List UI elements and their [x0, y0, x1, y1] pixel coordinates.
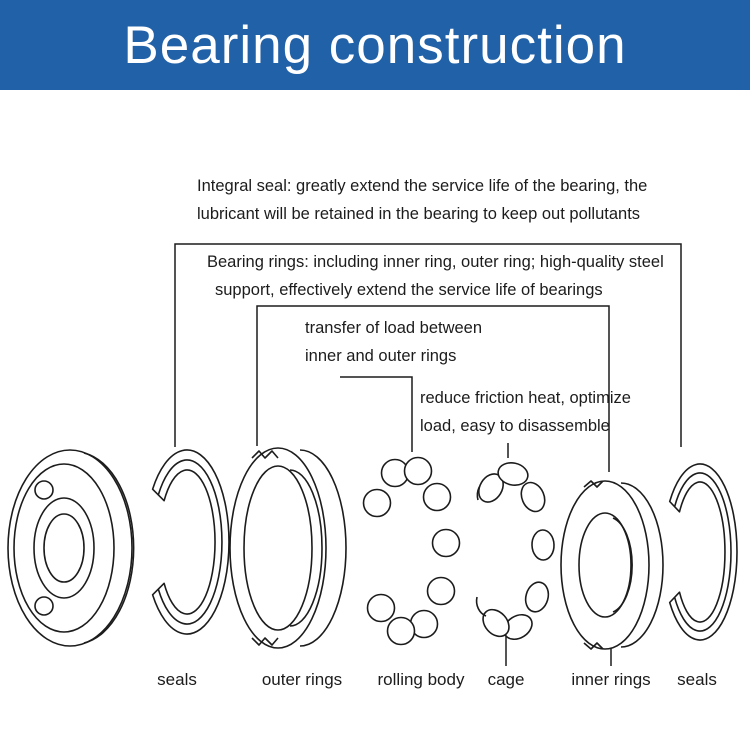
- annotation-transfer-load: transfer of load between inner and outer…: [305, 314, 482, 370]
- cage-pocket: [482, 608, 510, 638]
- annotation-bearing-rings: Bearing rings: including inner ring, out…: [207, 248, 664, 304]
- bearing-rings-bracket: [256, 305, 610, 472]
- annotation-line: reduce friction heat, optimize: [420, 389, 631, 407]
- transfer-load-leader: [340, 376, 413, 452]
- seal-face-ring: [13, 463, 115, 633]
- seal-right-drawing: [668, 463, 738, 641]
- label-seals-left: seals: [157, 670, 197, 689]
- inner-ring-near-rim: [560, 480, 650, 650]
- cage-end-hook: [475, 596, 487, 617]
- serration-top: [251, 450, 279, 459]
- annotation-reduce-friction: reduce friction heat, optimize load, eas…: [420, 384, 631, 440]
- serration-bottom: [251, 637, 279, 646]
- annotation-line: Bearing rings: including inner ring, out…: [207, 253, 664, 271]
- label-cage: cage: [487, 670, 525, 689]
- seal-mid-line: [673, 472, 732, 632]
- ball: [422, 482, 452, 512]
- serration-bottom: [583, 642, 604, 650]
- bore: [43, 513, 85, 583]
- label-outer-rings: outer rings: [261, 670, 343, 689]
- ball: [426, 576, 456, 606]
- page-title: Bearing construction: [123, 15, 627, 75]
- cage-drawing: [475, 461, 555, 641]
- label-seals-right: seals: [677, 670, 717, 689]
- inner-ring-far-rim: [620, 482, 664, 648]
- ball: [366, 593, 396, 623]
- inner-ring-edge: [33, 497, 95, 599]
- ball: [34, 596, 54, 616]
- cage-pocket: [497, 461, 529, 487]
- ball: [403, 456, 433, 486]
- ball: [431, 528, 461, 558]
- inner-ring-bore: [578, 512, 632, 618]
- annotation-line: support, effectively extend the service …: [215, 281, 603, 299]
- outer-ring-far-rim: [299, 449, 347, 647]
- outer-ring-near-rim: [229, 447, 327, 649]
- bearing-outline: [7, 449, 133, 647]
- annotation-line: load, easy to disassemble: [420, 417, 610, 435]
- sealed-bearing-drawing: [7, 449, 135, 647]
- cage-pocket: [531, 529, 555, 561]
- rolling-body-drawing: [362, 456, 461, 646]
- seal-left-drawing: [151, 449, 230, 635]
- label-rolling-body: rolling body: [377, 670, 465, 689]
- label-inner-rings: inner rings: [571, 670, 651, 689]
- inner-ring-drawing: [560, 480, 664, 650]
- seal-mid-line: [157, 459, 223, 625]
- ball: [34, 480, 54, 500]
- annotation-line: inner and outer rings: [305, 347, 457, 365]
- inner-ring-bore-depth: [612, 517, 633, 613]
- ball: [386, 616, 416, 646]
- annotation-line: Integral seal: greatly extend the servic…: [197, 177, 648, 195]
- serration-top: [583, 480, 604, 488]
- ball: [362, 488, 392, 518]
- outer-ring-drawing: [229, 447, 347, 649]
- bearing-depth-arc: [83, 452, 135, 644]
- seal-ring: [668, 463, 738, 641]
- title-banner: Bearing construction: [0, 0, 750, 90]
- integral-seal-bracket: [174, 243, 682, 447]
- annotation-integral-seal: Integral seal: greatly extend the servic…: [197, 172, 647, 228]
- seal-ring: [151, 449, 230, 635]
- cage-pocket: [524, 581, 550, 613]
- outer-ring-inner-depth: [289, 469, 323, 627]
- cage-pocket: [520, 481, 546, 513]
- annotation-line: transfer of load between: [305, 319, 483, 337]
- outer-ring-inner-edge: [243, 465, 313, 631]
- annotation-line: lubricant will be retained in the bearin…: [197, 205, 641, 223]
